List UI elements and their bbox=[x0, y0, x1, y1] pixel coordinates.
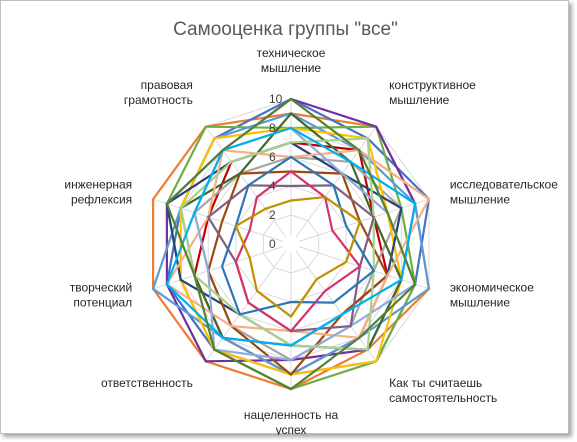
tick-label-4: 4 bbox=[269, 179, 276, 193]
tick-label-6: 6 bbox=[269, 150, 276, 164]
tick-label-2: 2 bbox=[269, 208, 276, 222]
series-line-10 bbox=[207, 170, 389, 377]
radar-ticks: 0 2 4 6 8 10 bbox=[269, 92, 283, 251]
series-line-18 bbox=[234, 195, 362, 319]
tick-label-8: 8 bbox=[269, 121, 276, 135]
tick-label-0: 0 bbox=[269, 237, 276, 251]
series-line-16 bbox=[234, 170, 362, 333]
radar-center bbox=[282, 235, 300, 253]
series-line-13 bbox=[193, 126, 417, 362]
series-line-19 bbox=[165, 126, 417, 347]
series-line-20 bbox=[165, 97, 417, 391]
chart-frame: Самооценка группы "все" 0 2 4 6 8 10 техничес… bbox=[0, 0, 569, 435]
radar-series-group bbox=[151, 97, 431, 391]
tick-label-10: 10 bbox=[269, 92, 283, 106]
chart-title: Самооценка группы "все" bbox=[173, 19, 398, 40]
series-line-17 bbox=[220, 155, 376, 316]
axis-label-7: ответственность bbox=[101, 376, 193, 390]
